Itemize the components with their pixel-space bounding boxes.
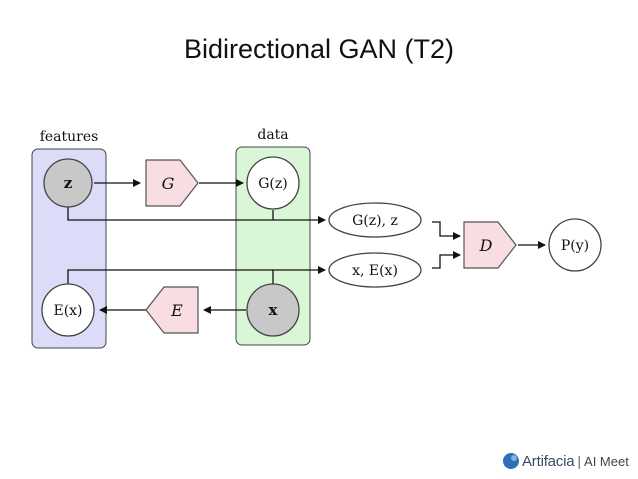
node-x: [246, 283, 300, 337]
encoder-E-block: [145, 286, 199, 334]
encoder-E-label: E: [170, 301, 183, 320]
features-group-label: features: [40, 129, 99, 145]
pair-x-Ex-label: x, E(x): [352, 263, 398, 279]
discriminator-D-label: D: [479, 236, 493, 255]
edge-pair-top-to-D: [432, 221, 461, 240]
node-Gz: [246, 156, 300, 210]
generator-G-label: G: [162, 174, 175, 193]
pair-Gz-z-label: G(z), z: [352, 213, 398, 229]
node-Ex-label: E(x): [53, 303, 82, 319]
node-Py: [548, 218, 602, 272]
data-group-label: data: [257, 127, 288, 143]
artifacia-logo-icon: [503, 453, 519, 469]
edge-Ex-to-pair-bottom: [67, 269, 273, 285]
edge-pair-bottom-to-D: [432, 251, 461, 269]
brand-name: Artifacia: [522, 452, 575, 470]
node-z-label: z: [64, 174, 73, 192]
node-Ex: [41, 283, 95, 337]
edge-z-to-pair-top: [67, 207, 326, 224]
node-z: [43, 158, 93, 208]
node-Gz-label: G(z): [258, 176, 287, 192]
pair-x-Ex: [328, 252, 422, 288]
brand-footer: Artifacia | AI Meet: [502, 450, 629, 472]
node-Py-label: P(y): [561, 238, 589, 254]
slide-title: Bidirectional GAN (T2): [183, 34, 455, 64]
pair-Gz-z: [328, 202, 422, 238]
discriminator-D-block: [463, 221, 517, 269]
brand-separator: |: [577, 453, 582, 469]
generator-G-block: [145, 159, 199, 207]
node-x-label: x: [269, 301, 279, 319]
brand-event: AI Meet: [584, 453, 629, 469]
